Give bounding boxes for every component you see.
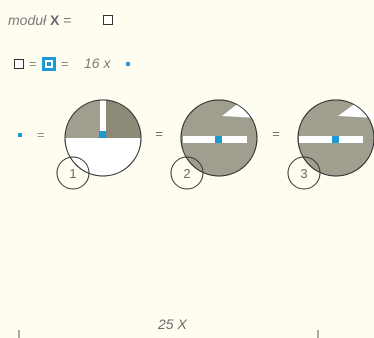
equation-eq-1: = [29,56,37,71]
unit-eq: = [37,127,45,142]
circle-diagram-2: 2 [170,99,258,190]
center-dot-3 [332,136,339,143]
circle-eq-1: = [155,126,163,141]
equation-square [14,59,24,69]
module-definition: moduł X = [8,12,71,28]
number-ring-1 [56,156,90,190]
number-ring-3 [287,156,321,190]
blue-module-square [42,57,56,71]
equation-dot [126,62,130,66]
circle-diagram-3: 3 [287,99,374,190]
circle-number-1: 1 [69,166,76,181]
circle-number-3: 3 [300,166,307,181]
unit-dot [18,133,22,137]
dimension-label: 25 X [158,316,187,332]
center-dot-2 [215,136,222,143]
circle-number-2: 2 [183,166,190,181]
module-var: X [50,12,60,28]
equation-eq-2: = [61,56,69,71]
center-dot-1 [99,131,106,138]
number-ring-2 [170,156,204,190]
module-eq: = [63,12,72,28]
circle-eq-2: = [272,126,280,141]
equation-count: 16 x [84,55,111,71]
module-square [103,15,113,25]
circle-diagram-1: 1 [56,99,142,190]
module-word: moduł [8,12,47,28]
